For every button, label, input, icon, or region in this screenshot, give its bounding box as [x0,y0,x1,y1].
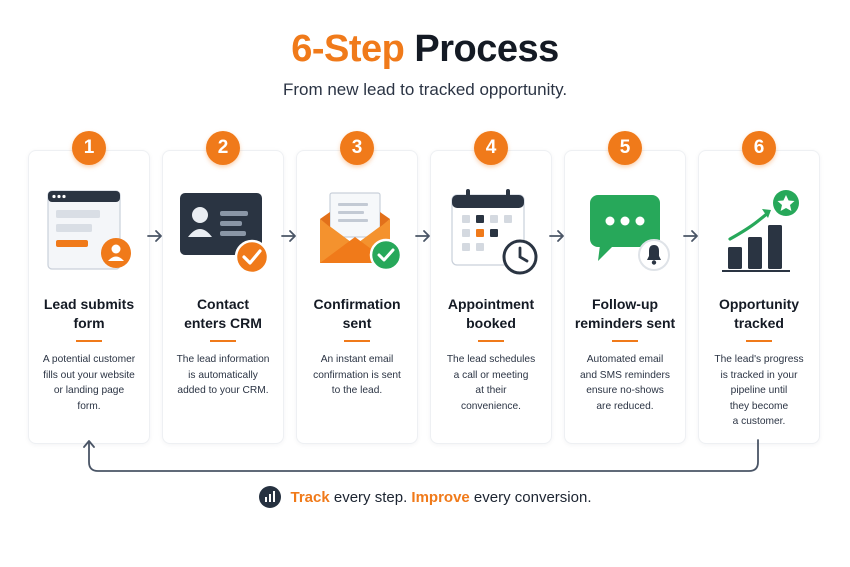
step-title-line: tracked [734,315,784,331]
desc-line: confirmation is sent [313,369,401,381]
desc-line: The lead information [176,354,270,365]
desc-line: The lead schedules [446,354,536,365]
contact-card-icon [168,185,278,280]
divider [746,340,772,342]
web-form-icon [34,185,144,280]
step-title: Confirmation sent [296,295,418,333]
step-title: Contact enters CRM [162,295,284,333]
step-title-line: Appointment [447,296,535,312]
page-title: 6-Step Process [0,28,850,71]
step-title-line: Confirmation [313,296,401,312]
step-number-badge: 5 [608,131,642,165]
desc-line: form. [77,400,101,412]
tagline-improve: Improve [411,488,470,506]
desc-line: is tracked in your [720,369,798,381]
tagline-text-part: every step. [329,488,412,506]
desc-line: at their [475,385,507,396]
divider [344,340,370,342]
step-description: The lead schedules a call or meeting at … [436,352,546,414]
loop-back-arrow [83,439,759,472]
tagline-text: Track every step. Improve every conversi… [291,489,592,506]
chat-bell-icon [570,185,680,280]
envelope-check-icon [302,185,412,280]
step-title-line: Lead submits [43,296,135,312]
desc-line: are reduced. [596,400,654,412]
step-number-badge: 4 [474,131,508,165]
step-number-badge: 3 [340,131,374,165]
step-number-badge: 2 [206,131,240,165]
desc-line: The lead's progress [714,354,804,365]
title-accent: 6-Step [291,28,405,70]
growth-chart-icon [704,185,814,280]
tagline-text-part: every conversion. [469,488,592,506]
step-title: Opportunity tracked [698,295,820,333]
step-title-line: Opportunity [718,296,800,312]
desc-line: fills out your website [43,369,135,381]
desc-line: they become [729,400,789,412]
desc-line: is automatically [188,369,258,381]
desc-line: A potential customer [42,354,136,365]
desc-line: and SMS reminders [579,369,671,381]
step-title-line: form [73,315,105,331]
step-title-line: Contact [196,296,250,312]
footer-tagline: Track every step. Improve every conversi… [0,486,850,508]
arrow-right-icon [147,230,162,242]
divider [76,340,102,342]
step-number-badge: 1 [72,131,106,165]
step-title-line: enters CRM [184,315,262,331]
arrow-right-icon [415,230,430,242]
desc-line: convenience. [460,400,522,412]
desc-line: or landing page [53,385,125,396]
desc-line: added to your CRM. [177,385,269,396]
divider [612,340,638,342]
desc-line: pipeline until [730,385,788,396]
calendar-clock-icon [436,185,546,280]
page-subtitle: From new lead to tracked opportunity. [282,80,568,99]
step-title-line: sent [342,315,372,331]
step-description: A potential customer fills out your webs… [34,352,144,414]
step-title-line: reminders sent [574,315,676,331]
arrow-right-icon [549,230,564,242]
step-number-badge: 6 [742,131,776,165]
step-description: The lead information is automatically ad… [168,352,278,399]
desc-line: An instant email [320,354,394,365]
step-card-4 [430,150,552,444]
step-description: The lead's progress is tracked in your p… [704,352,814,430]
title-rest: Process [414,28,559,70]
step-card-5 [564,150,686,444]
tagline-track: Track [290,488,330,506]
bar-chart-icon [258,486,281,508]
step-title-line: Follow-up [591,296,659,312]
step-title: Follow-up reminders sent [564,295,686,333]
desc-line: Automated email [586,354,664,365]
arrow-right-icon [281,230,296,242]
divider [210,340,236,342]
step-title: Lead submits form [28,295,150,333]
arrow-right-icon [683,230,698,242]
desc-line: to the lead. [331,385,383,396]
desc-line: a customer. [732,416,786,427]
desc-line: a call or meeting [453,369,529,381]
step-title-line: booked [466,315,516,331]
divider [478,340,504,342]
step-title: Appointment booked [430,295,552,333]
desc-line: ensure no-shows [586,385,664,396]
step-description: Automated email and SMS reminders ensure… [570,352,680,414]
step-card-6 [698,150,820,444]
step-description: An instant email confirmation is sent to… [302,352,412,399]
